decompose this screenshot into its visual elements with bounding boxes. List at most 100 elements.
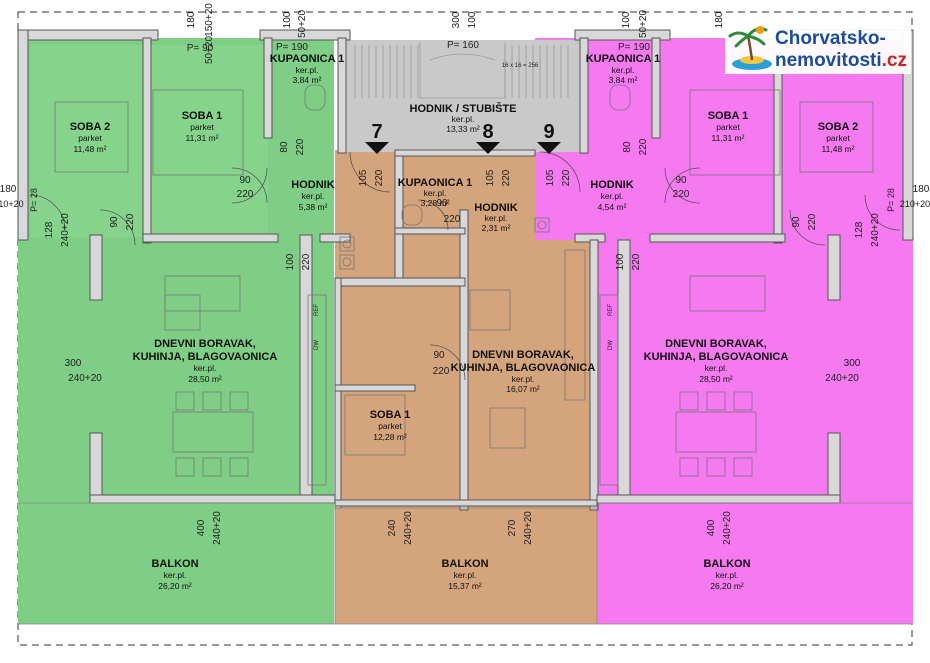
u8-soba1-type: parket: [378, 421, 402, 431]
dimensions: 180 150+20 100 50+20 300 100 100 50+20 1…: [0, 3, 930, 545]
unit-9-number: 9: [543, 121, 554, 143]
u8-kupaonica-area: 3,28 m²: [421, 198, 450, 208]
u7-ref-tag: REF: [314, 304, 320, 316]
dim-u7-105: 105: [358, 169, 369, 186]
dim-u9-100: 100: [615, 253, 626, 270]
dim-u7-240-20c: 240+20: [212, 511, 223, 545]
dim-u9-220c: 220: [673, 189, 690, 200]
u8-living-area: 16,07 m²: [506, 384, 540, 394]
u8-hodnik-area: 2,31 m²: [482, 223, 511, 233]
dim-u7-240-20: 240+20: [60, 213, 71, 247]
dim-u7-220c: 220: [374, 169, 385, 186]
unit-7-number: 7: [371, 121, 382, 143]
u9-soba2-type: parket: [826, 133, 850, 143]
staircase: [345, 40, 580, 152]
dim-u9-220b: 220: [638, 138, 649, 155]
u7-hodnik-area: 5,38 m²: [299, 202, 328, 212]
logo-line-1: Chorvatsko-: [775, 28, 886, 49]
u9-kupaonica-name: KUPAONICA 1: [586, 53, 661, 65]
dim-u8-220c: 220: [433, 366, 450, 377]
furniture: [54, 84, 874, 486]
dim-u7-90a: 90: [239, 175, 251, 186]
u8-balkon-floor: ker.pl.: [454, 570, 477, 580]
logo-line-2: nemovitosti.cz: [775, 50, 907, 71]
u8-living-name-1: DNEVNI BORAVAK,: [472, 349, 574, 361]
u7-balkon-area: 26,20 m²: [158, 581, 192, 591]
dim-u9-105: 105: [545, 169, 556, 186]
dim-u9-90a: 90: [675, 175, 687, 186]
dim-u7-220d: 220: [125, 213, 136, 230]
dim-u8-270: 270: [507, 519, 518, 536]
u8-soba1-area: 12,28 m²: [373, 432, 407, 442]
unit-7-entrance-marker: [365, 142, 389, 154]
unit-8-entrance-marker: [476, 142, 500, 154]
unit-7: [18, 38, 334, 624]
u7-living-name-1: DNEVNI BORAVAK,: [154, 338, 256, 350]
dim-right-10-20: 210+20: [900, 199, 930, 209]
dim-top-100c: 100: [621, 11, 632, 28]
u9-balkon-name: BALKON: [703, 558, 750, 570]
unit-9-entrance-marker: [537, 142, 561, 154]
dim-top-180: 180: [186, 11, 197, 28]
dim-u9-400: 400: [706, 519, 717, 536]
u7-hodnik-floor: ker.pl.: [302, 191, 325, 201]
dim-u9-240-20a: 240+20: [870, 213, 881, 247]
dim-u8-240: 240: [387, 519, 398, 536]
dim-u9-220a: 220: [561, 169, 572, 186]
u7-balkon-name: BALKON: [151, 558, 198, 570]
dim-left-10-20: 10+20: [0, 199, 24, 209]
dim-top-150-20: 150+20: [204, 3, 215, 37]
u9-hodnik-floor: ker.pl.: [601, 191, 624, 201]
dim-u9-300: 300: [844, 358, 861, 369]
dim-p90: P= 90: [187, 43, 214, 54]
dim-u7-240-20b: 240+20: [68, 373, 102, 384]
u7-living-name-2: KUHINJA, BLAGOVAONICA: [133, 351, 278, 363]
u9-kupaonica-area: 3,84 m²: [609, 75, 638, 85]
u7-soba2-area: 11,48 m²: [74, 144, 107, 154]
dim-u8-90b: 90: [433, 350, 445, 361]
u8-hodnik-floor: ker.pl.: [485, 213, 508, 223]
stair-floor: ker.pl.: [452, 114, 475, 124]
dim-u9-90b: 90: [791, 216, 802, 228]
dim-u8-90a: 90: [436, 198, 448, 209]
dim-top-300: 300: [451, 11, 462, 28]
u7-balkon-floor: ker.pl.: [164, 570, 187, 580]
u9-soba1-area: 11,31 m²: [712, 133, 745, 143]
dim-u9-220d: 220: [631, 253, 642, 270]
dim-left-p28: P= 28: [29, 188, 39, 212]
dim-u9-240-20c: 240+20: [722, 511, 733, 545]
u9-soba1-name: SOBA 1: [708, 110, 749, 122]
u7-living-area: 28,50 m²: [188, 374, 222, 384]
u7-hodnik-name: HODNIK: [291, 179, 334, 191]
u8-balkon-name: BALKON: [441, 558, 488, 570]
dim-top-100a: 100: [282, 11, 293, 28]
u8-kupaonica-name: KUPAONICA 1: [398, 177, 473, 189]
dim-u7-90b: 90: [109, 216, 120, 228]
u9-balkon-floor: ker.pl.: [716, 570, 739, 580]
dim-stair: 16 x 16 = 256: [502, 63, 539, 69]
u9-hodnik-name: HODNIK: [590, 179, 633, 191]
dim-u8-240-20a: 240+20: [403, 511, 414, 545]
u8-balkon-area: 15,37 m²: [448, 581, 482, 591]
u9-soba2-name: SOBA 2: [818, 121, 859, 133]
u9-soba1-type: parket: [716, 122, 740, 132]
dim-u7-220e: 220: [301, 253, 312, 270]
dim-u7-400: 400: [196, 519, 207, 536]
u7-kupaonica-area: 3,84 m²: [293, 75, 322, 85]
dim-u7-220b: 220: [237, 189, 254, 200]
dim-top-50-20b: 50+20: [638, 10, 649, 39]
dim-u7-80: 80: [279, 141, 290, 153]
dim-u8-105: 105: [485, 169, 496, 186]
u7-dw-tag: DW: [314, 340, 320, 350]
dim-top-180b: 180: [714, 11, 725, 28]
dim-right-p28: P= 28: [886, 188, 896, 212]
dim-u7-220a: 220: [295, 138, 306, 155]
stair-name: HODNIK / STUBIŠTE: [410, 102, 517, 115]
dim-u9-80: 80: [622, 141, 633, 153]
palm-island-icon: [728, 26, 772, 70]
unit-8-number: 8: [482, 121, 493, 143]
logo-suffix: .cz: [882, 50, 907, 71]
u9-kupaonica-floor: ker.pl.: [612, 65, 635, 75]
dim-top-100b: 100: [467, 11, 478, 28]
